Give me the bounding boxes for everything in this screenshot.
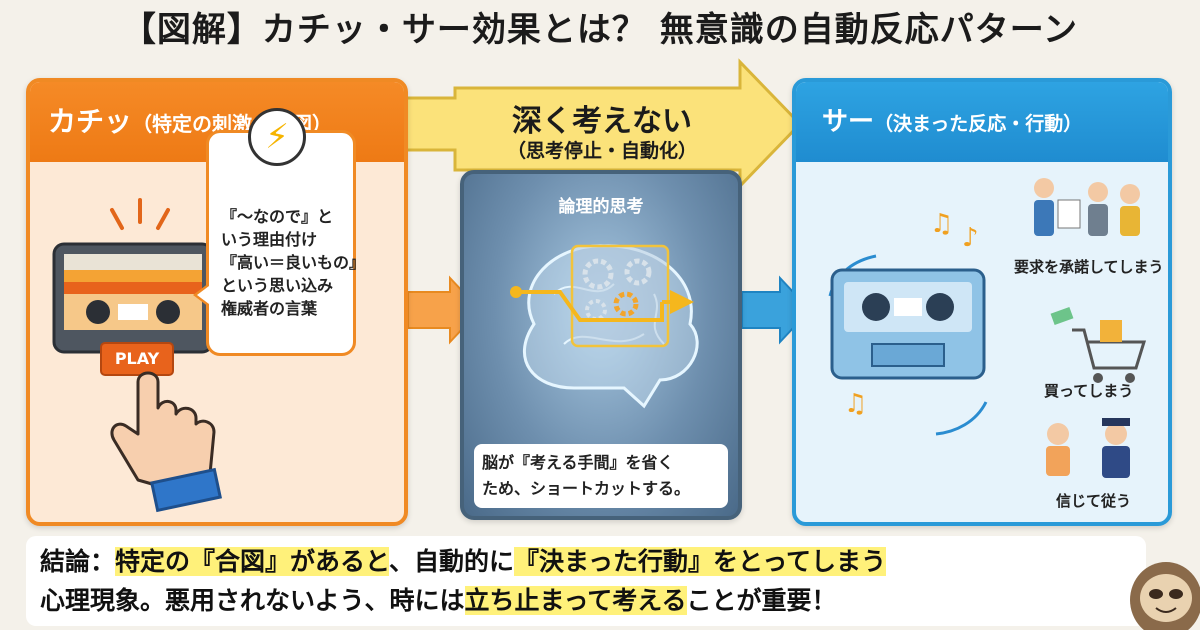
logical-thinking-label: 論理的思考 (558, 197, 644, 217)
spark-lines (110, 198, 170, 230)
right-illustrations: ♫ ♪ ♫ (828, 178, 1147, 478)
top-yellow-arrow (403, 58, 803, 190)
bubble-line: 『〜なので』と (221, 207, 334, 226)
pointing-hand-icon (110, 371, 222, 513)
bubble-tail (193, 283, 209, 307)
conclusion-box: 結論：特定の『合図』があると、自動的に『決まった行動』をとってしまう 心理現象。… (26, 536, 1146, 626)
conclusion-line-1: 結論：特定の『合図』があると、自動的に『決まった行動』をとってしまう (40, 542, 1132, 581)
people-agreeing-icon (1034, 178, 1140, 236)
sa-panel-header: サー（決まった反応・行動） (796, 82, 1168, 162)
bubble-line: 権威者の言葉 (221, 299, 318, 318)
click-heading: カチッ (48, 105, 133, 138)
sa-panel: サー（決まった反応・行動） ♫ ♪ ♫ (792, 78, 1172, 526)
conclusion-highlight: 『決まった行動』をとってしまう (514, 547, 887, 576)
conclusion-line-2: 心理現象。悪用されないよう、時には立ち止まって考えることが重要！ (40, 581, 1132, 620)
brain-gears-icon (510, 244, 699, 409)
bubble-line: いう理由付け (221, 230, 318, 249)
conclusion-highlight: 特定の『合図』があると (115, 547, 390, 576)
conclusion-label: 結論： (40, 547, 116, 576)
caption-line: ため、ショートカットする。 (482, 479, 691, 498)
caption-accept-request: 要求を承諾してしまう (1014, 258, 1164, 276)
caption-line: 脳が『考える手間』を省く (482, 453, 674, 472)
cassette-playing-icon (830, 268, 986, 380)
svg-text:♫: ♫ (844, 389, 867, 419)
arrow-title: 深く考えない (512, 104, 692, 139)
bubble-line: という思い込み (221, 276, 334, 295)
sa-heading-sub: （決まった反応・行動） (874, 113, 1083, 135)
conclusion-text: 心理現象。悪用されないよう、時には (40, 586, 465, 615)
page-title: 【図解】カチッ・サー効果とは？ 無意識の自動反応パターン (121, 10, 1079, 50)
music-notes-icon: ♫ ♪ ♫ (844, 209, 979, 419)
arrow-subtitle: （思考停止・自動化） (506, 140, 697, 162)
conclusion-highlight: 立ち止まって考える (464, 586, 687, 615)
brain-panel: 論理的思考 脳が『考える手間』を省く ため、ショートカットする。 (460, 170, 742, 520)
caption-believe-obey: 信じて従う (1056, 492, 1132, 510)
shopping-cart-icon (1050, 306, 1147, 383)
bubble-line: 『高い＝良いもの』 (221, 253, 366, 272)
lightning-bolt-icon: ⚡ (248, 108, 306, 166)
svg-text:♪: ♪ (962, 223, 979, 253)
caption-buy: 買ってしまう (1044, 382, 1134, 400)
sa-heading: サー (822, 107, 875, 137)
brain-caption: 脳が『考える手間』を省く ため、ショートカットする。 (474, 444, 728, 508)
svg-text:♫: ♫ (930, 209, 953, 239)
reason-bubble: 『〜なので』と いう理由付け 『高い＝良いもの』 という思い込み 権威者の言葉 (193, 130, 366, 356)
play-button: PLAY (100, 342, 174, 376)
conclusion-text: 、自動的に (389, 547, 515, 576)
people-saluting-icon (1046, 418, 1130, 478)
conclusion-text: ことが重要！ (686, 586, 837, 615)
